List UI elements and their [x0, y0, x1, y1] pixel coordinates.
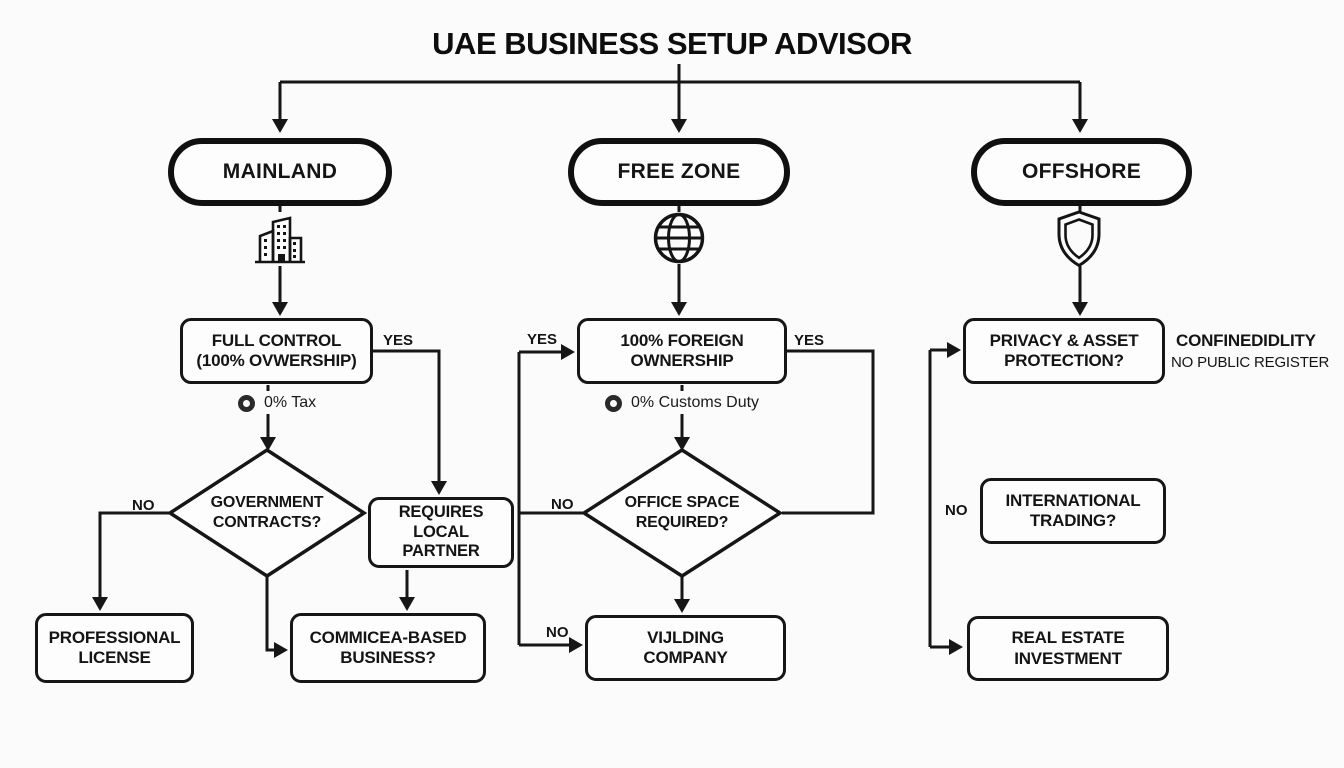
international-trading-box: INTERNATIONAL TRADING?: [980, 478, 1166, 544]
freezone-decision-diamond: [580, 447, 784, 579]
freezone-perk-label: 0% Customs Duty: [631, 394, 760, 411]
freezone-yes-left-label: YES: [527, 331, 558, 348]
confidentiality-note-sub: NO PUBLIC REGISTER: [1171, 354, 1330, 371]
bullet-ring-icon: [605, 394, 622, 412]
freezone-feature-box: 100% FOREIGN OWNERSHIP: [577, 318, 787, 384]
mainland-yes-label: YES: [383, 332, 414, 349]
mainland-perk: 0% Tax: [238, 394, 316, 412]
confidentiality-note-title: CONFINEDIDLITY: [1176, 331, 1316, 350]
mainland-decision-diamond: [166, 447, 368, 579]
requires-local-partner-box: REQUIRES LOCAL PARTNER: [368, 497, 514, 568]
building-icon: [252, 212, 308, 266]
freezone-perk: 0% Customs Duty: [605, 394, 759, 412]
real-estate-investment-box: REAL ESTATE INVESTMENT: [967, 616, 1169, 681]
bullet-ring-icon: [238, 394, 255, 412]
freezone-no-bottom-label: NO: [546, 624, 569, 641]
holding-company-box: VIJLDING COMPANY: [585, 615, 786, 681]
mainland-decision-label: GOVERNMENT CONTRACTS?: [210, 494, 324, 531]
offshore-no-label: NO: [945, 502, 968, 519]
mainland-perk-label: 0% Tax: [264, 394, 317, 411]
offshore-pill: OFFSHORE: [971, 138, 1192, 206]
commercial-based-business-box: COMMICEA-BASED BUSINESS?: [290, 613, 486, 683]
professional-license-box: PROFESSIONAL LICENSE: [35, 613, 194, 683]
mainland-pill: MAINLAND: [168, 138, 392, 206]
globe-icon: [652, 211, 706, 265]
page-title: UAE BUSINESS SETUP ADVISOR: [432, 26, 912, 61]
shield-icon: [1055, 210, 1103, 268]
freezone-yes-right-label: YES: [794, 332, 825, 349]
mainland-feature-box: FULL CONTROL (100% OVWERSHIP): [180, 318, 373, 384]
mainland-no-label: NO: [132, 497, 155, 514]
freezone-decision-label: OFFICE SPACE REQUIRED?: [624, 494, 740, 531]
freezone-pill: FREE ZONE: [568, 138, 790, 206]
offshore-feature-box: PRIVACY & ASSET PROTECTION?: [963, 318, 1165, 384]
freezone-no-left-label: NO: [551, 496, 574, 513]
